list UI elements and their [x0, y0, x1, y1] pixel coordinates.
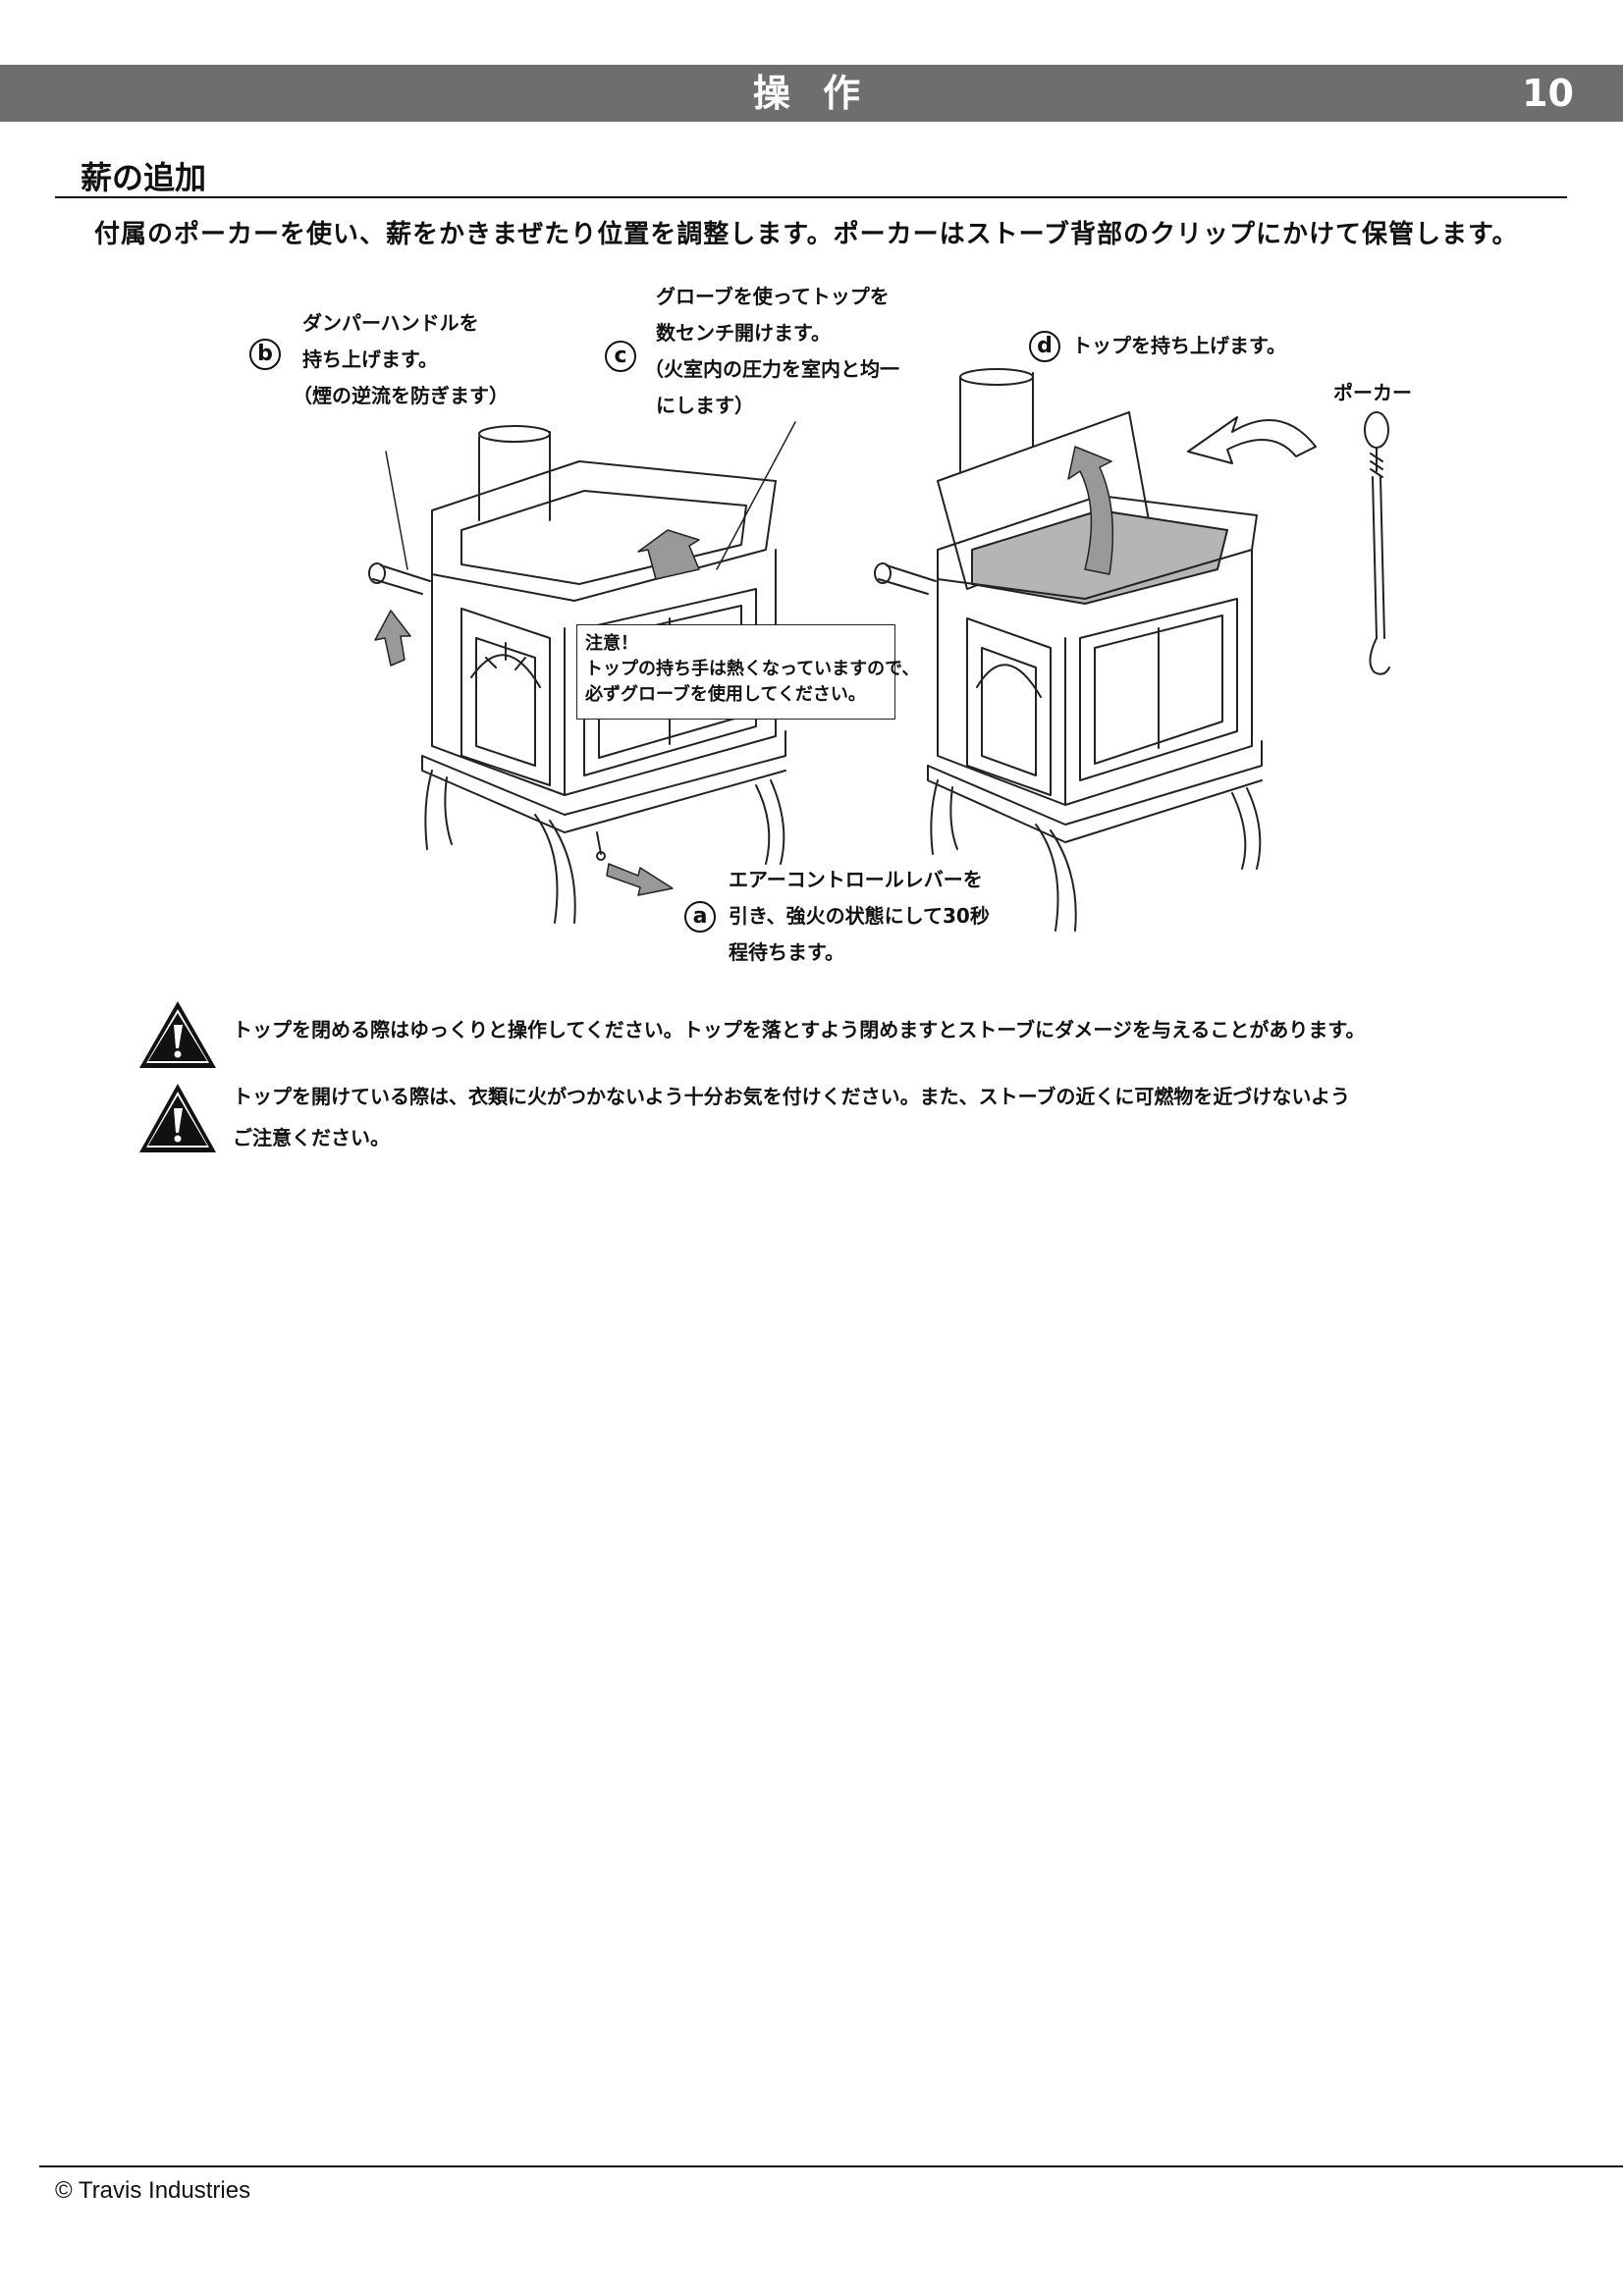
step-d-badge: d: [1029, 331, 1060, 362]
warning-2-text: トップを開けている際は、衣類に火がつかないよう十分お気を付けください。また、スト…: [233, 1085, 1350, 1149]
step-b-badge: b: [249, 339, 281, 370]
intro-text: 付属のポーカーを使い、薪をかきまぜたり位置を調整します。ポーカーはストーブ背部の…: [94, 220, 1519, 249]
step-d-text: トップを持ち上げます。: [1072, 334, 1286, 357]
section-title: 薪の追加: [81, 159, 207, 196]
step-a-badge: a: [684, 901, 716, 933]
caution-title: 注意！: [585, 633, 638, 654]
step-c-text: グローブを使ってトップを 数センチ開けます。 （火室内の圧力を室内と均一 にしま…: [644, 285, 899, 417]
store-poker-arrow: [1187, 416, 1317, 464]
poker-tool: [1364, 411, 1390, 675]
step-b-text: ダンパーハンドルを 持ち上げます。 （煙の逆流を防ぎます）: [293, 311, 509, 407]
caution-box: 注意！ トップの持ち手は熱くなっていますので、 必ずグローブを使用してください。: [576, 624, 919, 720]
open-top-arrow: [1067, 446, 1114, 575]
warning-1-text: トップを閉める際はゆっくりと操作してください。トップを落とすよう閉めますとストー…: [233, 1018, 1366, 1041]
poker-label: ポーカー: [1333, 381, 1412, 404]
pull-lever-arrow: [606, 863, 674, 896]
step-c-badge: c: [605, 341, 636, 372]
step-a-text: エアーコントロールレバーを 引き、強火の状態にして30秒 程待ちます。: [729, 868, 990, 964]
lift-top-arrow: [637, 529, 700, 580]
page-title: 操 作: [752, 72, 871, 115]
warning-icon: [139, 1001, 216, 1068]
warning-icon: [139, 1084, 216, 1152]
page-number: 10: [1522, 72, 1574, 115]
footer-divider: [39, 2165, 1623, 2167]
copyright: © Travis Industries: [55, 2177, 251, 2204]
lift-damper-arrow: [374, 610, 411, 667]
stove-illustration: [368, 368, 1390, 932]
section-divider: [55, 196, 1567, 198]
header-bar: 操 作 10: [0, 65, 1623, 122]
